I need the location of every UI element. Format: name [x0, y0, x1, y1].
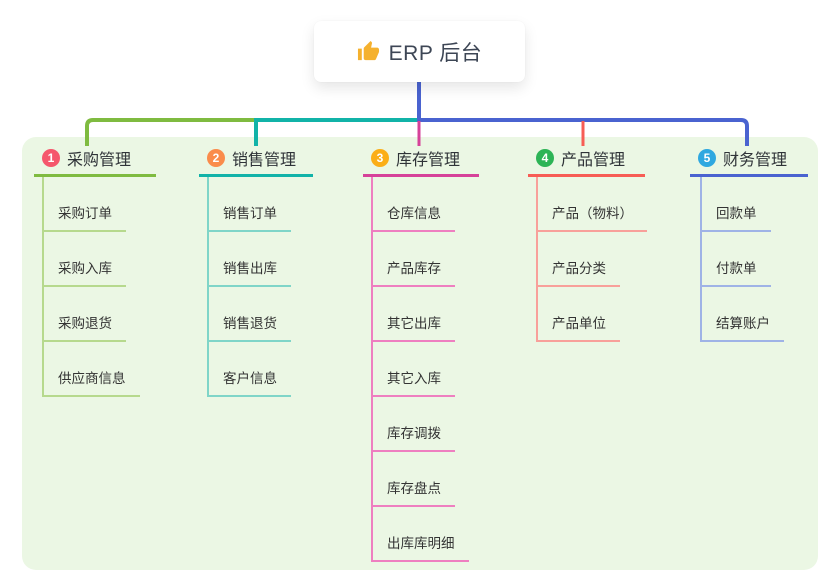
branch-label: 采购管理 [67, 151, 132, 169]
branch-number-badge: 5 [698, 148, 716, 167]
child-node[interactable]: 采购入库 [42, 257, 126, 287]
branch-number-badge: 1 [42, 148, 60, 167]
child-label: 销售出库 [223, 261, 277, 276]
child-label: 出库库明细 [387, 536, 455, 551]
branch-header-3[interactable]: 3 库存管理 [363, 148, 479, 177]
branch-child-connector [371, 177, 373, 562]
child-label: 回款单 [716, 206, 757, 221]
child-node[interactable]: 产品分类 [536, 257, 620, 287]
child-label: 销售订单 [223, 206, 277, 221]
thumbs-up-icon [357, 40, 379, 61]
child-node[interactable]: 其它入库 [371, 367, 455, 397]
child-node[interactable]: 库存盘点 [371, 477, 455, 507]
child-node[interactable]: 库存调拨 [371, 422, 455, 452]
child-node[interactable]: 采购退货 [42, 312, 126, 342]
branch-header-4[interactable]: 4 产品管理 [528, 148, 645, 177]
child-label: 产品分类 [552, 261, 606, 276]
child-label: 产品库存 [387, 261, 441, 276]
branch-label: 产品管理 [561, 151, 626, 169]
branches-panel [22, 137, 818, 570]
child-label: 客户信息 [223, 371, 277, 386]
child-node[interactable]: 销售订单 [207, 202, 291, 232]
child-node[interactable]: 回款单 [700, 202, 771, 232]
branch-label: 财务管理 [723, 151, 788, 169]
child-node[interactable]: 产品（物料） [536, 202, 647, 232]
child-node[interactable]: 出库库明细 [371, 532, 469, 562]
branch-number-badge: 2 [207, 148, 225, 167]
child-label: 供应商信息 [58, 371, 126, 386]
child-node[interactable]: 采购订单 [42, 202, 126, 232]
branch-header-1[interactable]: 1 采购管理 [34, 148, 156, 177]
child-node[interactable]: 产品库存 [371, 257, 455, 287]
child-label: 采购订单 [58, 206, 112, 221]
branch-number-badge: 4 [536, 148, 554, 167]
child-node[interactable]: 仓库信息 [371, 202, 455, 232]
branch-header-5[interactable]: 5 财务管理 [690, 148, 808, 177]
child-node[interactable]: 客户信息 [207, 367, 291, 397]
branch-number-badge: 3 [371, 148, 389, 167]
child-node[interactable]: 其它出库 [371, 312, 455, 342]
child-label: 结算账户 [716, 316, 770, 331]
child-label: 产品（物料） [552, 206, 633, 221]
branch-child-connector [536, 177, 538, 342]
child-node[interactable]: 结算账户 [700, 312, 784, 342]
child-label: 库存盘点 [387, 481, 441, 496]
child-label: 库存调拨 [387, 426, 441, 441]
child-label: 其它出库 [387, 316, 441, 331]
child-label: 其它入库 [387, 371, 441, 386]
root-label: ERP 后台 [388, 41, 483, 65]
child-node[interactable]: 产品单位 [536, 312, 620, 342]
branch-label: 销售管理 [232, 151, 297, 169]
child-label: 付款单 [716, 261, 757, 276]
branch-header-2[interactable]: 2 销售管理 [199, 148, 313, 177]
child-label: 仓库信息 [387, 206, 441, 221]
child-node[interactable]: 供应商信息 [42, 367, 140, 397]
child-label: 销售退货 [223, 316, 277, 331]
branch-child-connector [42, 177, 44, 397]
child-label: 采购退货 [58, 316, 112, 331]
child-node[interactable]: 付款单 [700, 257, 771, 287]
child-node[interactable]: 销售出库 [207, 257, 291, 287]
child-label: 产品单位 [552, 316, 606, 331]
branch-label: 库存管理 [396, 151, 461, 169]
root-node[interactable]: ERP 后台 [314, 21, 525, 82]
child-label: 采购入库 [58, 261, 112, 276]
branch-child-connector [207, 177, 209, 397]
child-node[interactable]: 销售退货 [207, 312, 291, 342]
branch-child-connector [700, 177, 702, 342]
